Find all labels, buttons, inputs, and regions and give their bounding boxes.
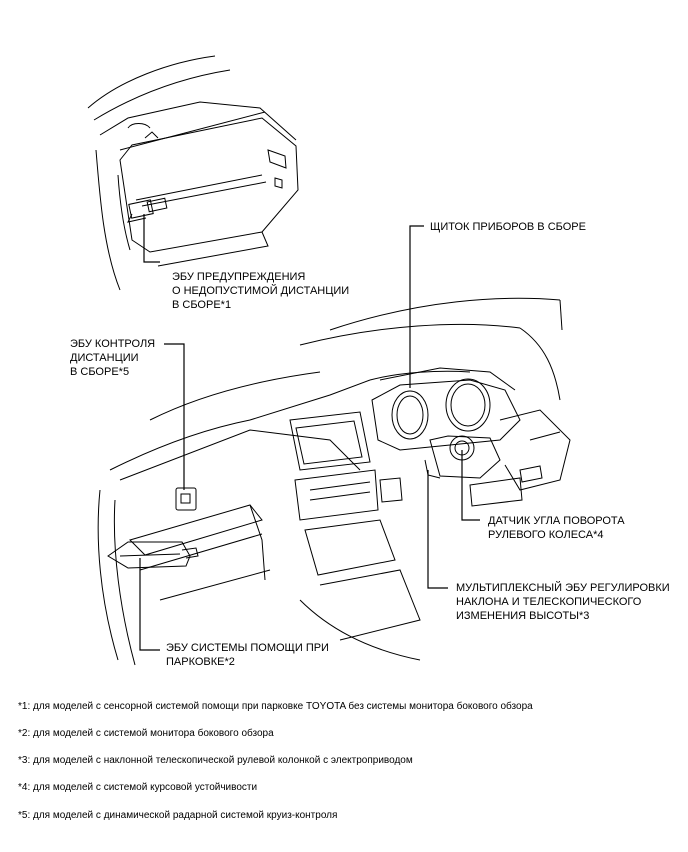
steering-angle-sensor-label: ДАТЧИК УГЛА ПОВОРОТА РУЛЕВОГО КОЛЕСА*4 [488,515,625,541]
footnote: *5: для моделей с динамической радарной … [18,810,338,821]
upper-glovebox-illustration [87,55,299,291]
footnote: *2: для моделей с системой монитора боко… [18,728,274,739]
component-location-diagram [87,55,571,666]
multiplex-tilt-telescopic-ecu-label: МУЛЬТИПЛЕКСНЫЙ ЭБУ РЕГУЛИРОВКИ НАКЛОНА И… [456,582,670,622]
leader-lines [139,214,480,651]
distance-control-ecu-label: ЭБУ КОНТРОЛЯ ДИСТАНЦИИ В СБОРЕ*5 [70,338,156,378]
footnote: *3: для моделей с наклонной телескопичес… [18,755,413,766]
footnote: *1: для моделей с сенсорной системой пом… [18,701,533,712]
parking-assist-ecu-label: ЭБУ СИСТЕМЫ ПОМОЩИ ПРИ ПАРКОВКЕ*2 [166,642,329,668]
lower-dashboard-illustration [97,297,571,666]
footnote: *4: для моделей с системой курсовой усто… [18,782,258,793]
instrument-cluster-label: ЩИТОК ПРИБОРОВ В СБОРЕ [430,221,586,233]
distance-warning-ecu-label: ЭБУ ПРЕДУПРЕЖДЕНИЯ О НЕДОПУСТИМОЙ ДИСТАН… [172,271,350,311]
